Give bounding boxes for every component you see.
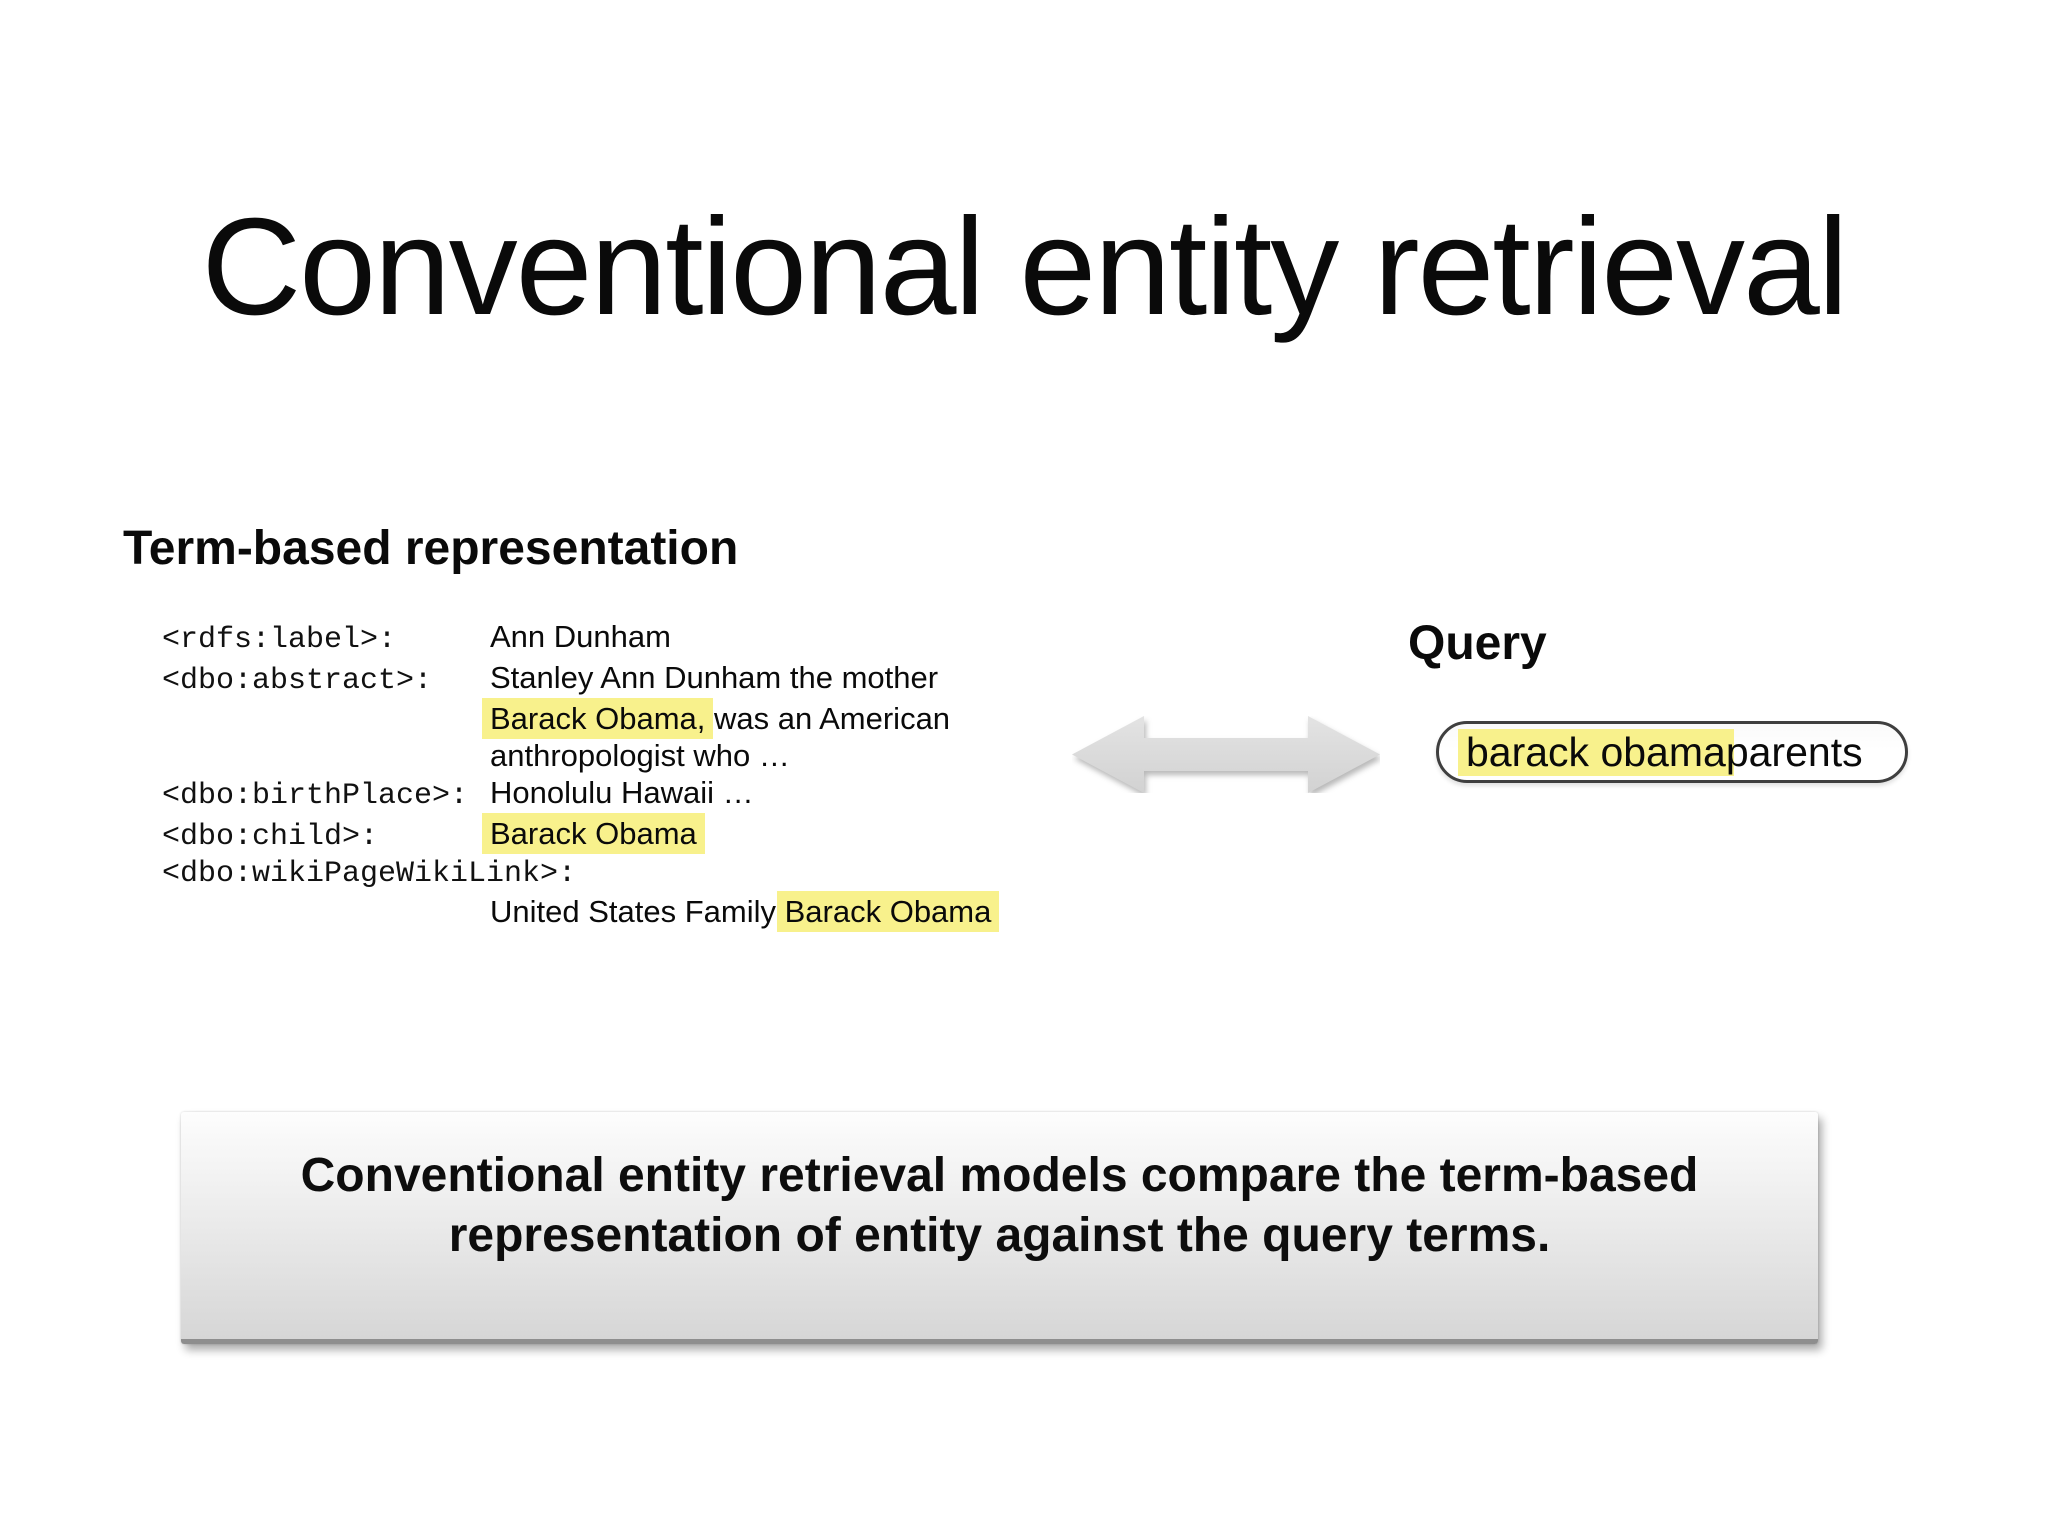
rdf-value: Stanley Ann Dunham the mother bbox=[490, 659, 938, 696]
highlighted-entity: Barack Obama bbox=[776, 891, 1000, 932]
rdf-property: <rdfs:label>: bbox=[162, 623, 397, 657]
rdf-property: <dbo:wikiPageWikiLink>: bbox=[162, 857, 577, 891]
rdf-property: <dbo:abstract>: bbox=[162, 664, 433, 698]
value-text: Ann Dunham bbox=[490, 619, 671, 654]
query-heading: Query bbox=[1408, 617, 1547, 670]
rdf-value: anthropologist who … bbox=[490, 737, 790, 774]
callout-box: Conventional entity retrieval models com… bbox=[181, 1112, 1818, 1344]
term-row: <rdfs:label>: Ann Dunham bbox=[162, 618, 991, 659]
rdf-property: <dbo:birthPlace>: bbox=[162, 779, 469, 813]
value-text: United States Family bbox=[490, 894, 785, 929]
term-representation-heading: Term-based representation bbox=[123, 522, 739, 575]
rdf-property: <dbo:child>: bbox=[162, 820, 379, 854]
term-row: anthropologist who … bbox=[162, 737, 991, 774]
term-row: <dbo:abstract>: Stanley Ann Dunham the m… bbox=[162, 659, 991, 700]
term-row: Barack Obama, was an American bbox=[162, 698, 991, 739]
slide-title: Conventional entity retrieval bbox=[201, 190, 1849, 344]
callout-line2: representation of entity against the que… bbox=[448, 1209, 1551, 1262]
rdf-value: Honolulu Hawaii … bbox=[490, 774, 754, 811]
callout-line1: Conventional entity retrieval models com… bbox=[300, 1149, 1699, 1202]
highlighted-entity: Barack Obama, bbox=[482, 698, 714, 739]
query-text: parents bbox=[1725, 728, 1863, 775]
term-row: <dbo:wikiPageWikiLink>: bbox=[162, 856, 991, 893]
term-row: United States Family Barack Obama bbox=[162, 891, 1000, 932]
rdf-value: Barack Obama bbox=[482, 813, 705, 854]
rdf-value: Ann Dunham bbox=[490, 618, 671, 655]
rdf-value: Barack Obama, was an American bbox=[482, 698, 951, 739]
term-row: <dbo:birthPlace>: Honolulu Hawaii … bbox=[162, 774, 991, 815]
value-text: anthropologist who … bbox=[490, 738, 790, 773]
value-text: Honolulu Hawaii … bbox=[490, 775, 754, 810]
value-text: Stanley Ann Dunham the mother bbox=[490, 660, 939, 695]
highlighted-entity: Barack Obama bbox=[482, 813, 705, 854]
query-box: barack obama parents bbox=[1436, 721, 1908, 783]
highlighted-query-terms: barack obama bbox=[1458, 728, 1734, 776]
term-representation-list: <rdfs:label>: Ann Dunham <dbo:abstract>:… bbox=[162, 618, 1000, 932]
value-text: was an American bbox=[705, 701, 951, 736]
rdf-value: United States Family Barack Obama bbox=[490, 891, 1000, 932]
term-row: <dbo:child>: Barack Obama bbox=[162, 813, 991, 856]
bidirectional-arrow-icon bbox=[1072, 716, 1380, 793]
